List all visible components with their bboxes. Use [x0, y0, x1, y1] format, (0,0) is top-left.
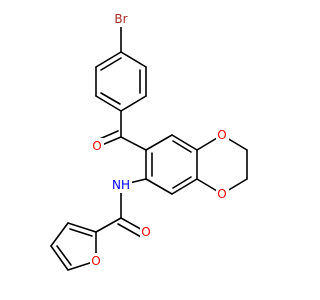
bond [171, 178, 198, 195]
bond [171, 134, 198, 151]
furan-oxygen-atom: O [90, 253, 103, 269]
bond [120, 136, 147, 151]
atom-label-o: O [217, 128, 226, 142]
dioxane-oxygen-bottom-atom: O [216, 186, 229, 202]
bond [67, 222, 97, 233]
bond [69, 228, 93, 237]
bond [95, 51, 122, 68]
bond [117, 223, 144, 239]
bond [172, 176, 192, 189]
bond [120, 95, 147, 112]
atom-label-br: Br [114, 12, 127, 26]
bond [95, 217, 122, 233]
atom-label-o: O [91, 254, 100, 268]
bond [50, 245, 69, 271]
bond [145, 178, 173, 195]
molecule-structure: Br O O O NH O O [50, 11, 248, 271]
atom-label-o: O [141, 225, 150, 239]
bond [145, 134, 173, 151]
atom-label-o: O [92, 139, 101, 153]
bond [100, 57, 122, 71]
bond [172, 140, 192, 153]
ketone-oxygen-atom: O [91, 138, 104, 154]
atom-label-o: O [217, 187, 226, 201]
atom-label-nh: NH [112, 178, 130, 192]
bond [95, 95, 122, 112]
bond [120, 51, 147, 68]
atom-label-layer: Br O O O NH O O [90, 11, 229, 269]
bromine-atom: Br [111, 11, 131, 27]
bond [50, 222, 69, 247]
amide-oxygen-atom: O [140, 224, 153, 240]
bond [56, 245, 72, 266]
bond [100, 92, 121, 105]
amide-nitrogen-atom: NH [110, 177, 132, 193]
dioxane-oxygen-top-atom: O [216, 127, 229, 143]
